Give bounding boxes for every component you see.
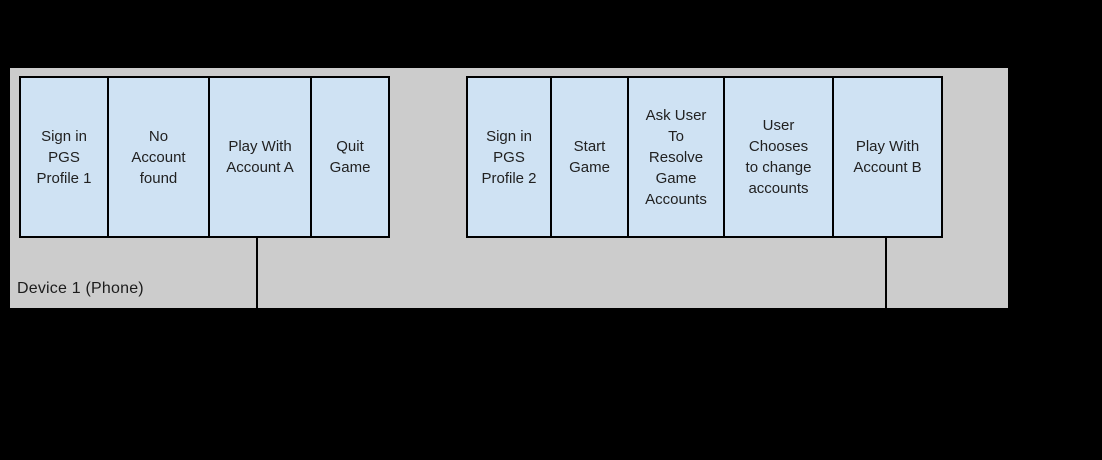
flow-group-profile-1: Sign in PGS Profile 1 No Account found P… [19, 76, 390, 238]
box-user-chooses-to-change-accounts: User Chooses to change accounts [723, 76, 834, 238]
connector-line-account-b [885, 238, 887, 308]
box-ask-user-to-resolve-game-accounts: Ask User To Resolve Game Accounts [627, 76, 725, 238]
device-1-lane-label: Device 1 (Phone) [17, 280, 144, 297]
box-play-with-account-a: Play With Account A [208, 76, 312, 238]
connector-line-account-a [256, 238, 258, 308]
box-sign-in-pgs-profile-2: Sign in PGS Profile 2 [466, 76, 552, 238]
box-play-with-account-b: Play With Account B [832, 76, 943, 238]
box-quit-game: Quit Game [310, 76, 390, 238]
box-no-account-found: No Account found [107, 76, 210, 238]
flow-group-profile-2: Sign in PGS Profile 2 Start Game Ask Use… [466, 76, 943, 238]
box-sign-in-pgs-profile-1: Sign in PGS Profile 1 [19, 76, 109, 238]
box-start-game: Start Game [550, 76, 629, 238]
